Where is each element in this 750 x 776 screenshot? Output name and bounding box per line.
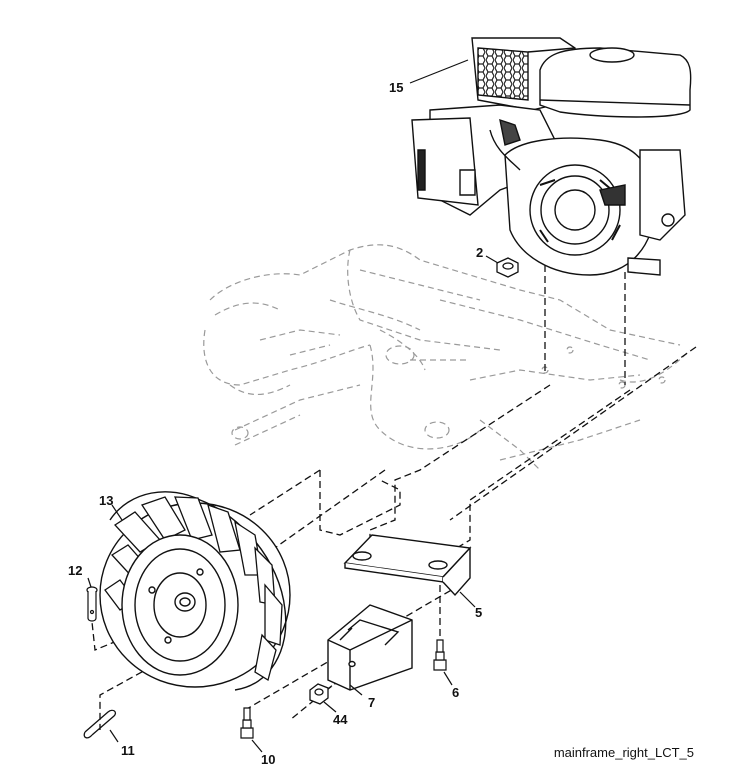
figure-caption: mainframe_right_LCT_5 (553, 745, 694, 760)
callout-13: 13 (99, 493, 114, 508)
callout-leader-5 (459, 591, 476, 608)
callout-leader-11 (109, 729, 119, 743)
callout-leader-12 (87, 577, 92, 588)
callout-leader-10 (251, 739, 263, 753)
callout-leader-2 (485, 255, 499, 264)
hairpin-clip-icon (83, 709, 117, 739)
callout-leader-7 (349, 684, 363, 696)
callout-leader-13 (111, 504, 123, 521)
callout-11: 11 (121, 743, 135, 758)
mainframe-dashed-outline (203, 244, 691, 471)
callout-6: 6 (452, 685, 460, 700)
callout-2: 2 (476, 245, 484, 260)
callout-5: 5 (475, 605, 483, 620)
engine-assembly (411, 37, 692, 276)
callout-leader-6 (443, 671, 453, 686)
bolt-icon (240, 707, 254, 739)
callout-10: 10 (261, 752, 276, 767)
hex-nut-icon (496, 257, 519, 278)
wheel-weight (327, 604, 413, 691)
callout-leader-15 (409, 59, 469, 84)
callout-7: 7 (368, 695, 376, 710)
callout-12: 12 (68, 563, 83, 578)
mounting-bracket (343, 534, 472, 597)
callout-leader-44 (323, 701, 337, 713)
wheel-tire (99, 491, 291, 691)
callout-44: 44 (333, 712, 348, 727)
flange-nut-icon (309, 683, 329, 705)
clevis-pin-icon (86, 586, 98, 622)
callout-15: 15 (389, 80, 404, 95)
bolt-icon (433, 639, 447, 671)
